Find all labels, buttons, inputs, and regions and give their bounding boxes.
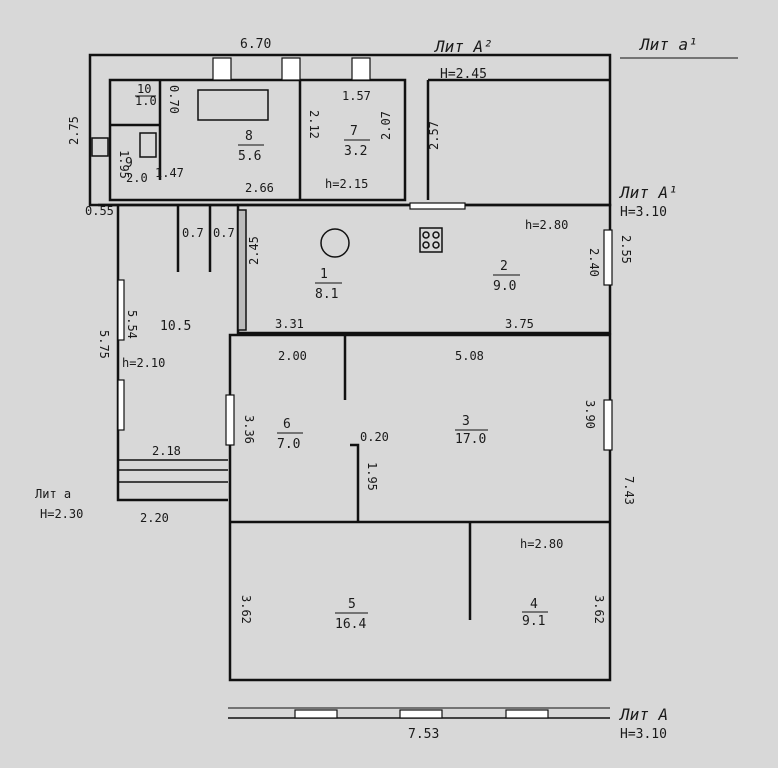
room-1-number: 1 bbox=[320, 267, 328, 282]
room-3-number: 3 bbox=[462, 414, 470, 429]
lit-a2-label: Лит A² bbox=[433, 37, 493, 56]
height-left: h=2.10 bbox=[122, 356, 165, 370]
height-a2-inner: h=2.15 bbox=[325, 177, 368, 191]
window bbox=[281, 57, 301, 81]
dim-2-57: 2.57 bbox=[427, 121, 441, 150]
room-10-number: 10 bbox=[137, 82, 151, 96]
room-9-number: 9 bbox=[125, 156, 133, 171]
room-4-number: 4 bbox=[530, 597, 538, 612]
dim-2-45: 2.45 bbox=[247, 236, 261, 265]
dim-2-18: 2.18 bbox=[152, 444, 181, 458]
window bbox=[409, 202, 466, 210]
window bbox=[505, 709, 549, 719]
room-7-area: 3.2 bbox=[344, 144, 367, 159]
lit-a-left-label: Лит а bbox=[35, 487, 71, 501]
stairs-icon bbox=[91, 137, 109, 157]
room-corridor-area: 10.5 bbox=[160, 319, 191, 334]
dim-2-66: 2.66 bbox=[245, 181, 274, 195]
room-6-3-wall bbox=[350, 443, 360, 522]
dim-5-54: 5.54 bbox=[125, 310, 139, 339]
burner-icon bbox=[432, 241, 440, 249]
wall-hatch bbox=[237, 209, 247, 331]
dim-0-20: 0.20 bbox=[360, 430, 389, 444]
window bbox=[603, 229, 613, 286]
dim-0-7b: 0.7 bbox=[213, 226, 235, 240]
dim-3-75: 3.75 bbox=[505, 317, 534, 331]
dim-top-width: 6.70 bbox=[240, 37, 271, 52]
dim-1-57: 1.57 bbox=[342, 89, 371, 103]
dim-7-43: 7.43 bbox=[622, 476, 636, 505]
dim-2-12: 2.12 bbox=[307, 110, 321, 139]
toilet-icon bbox=[139, 132, 157, 158]
dim-3-31: 3.31 bbox=[275, 317, 304, 331]
dim-bottom-width: 7.53 bbox=[408, 727, 439, 742]
lit-a2-height: H=2.45 bbox=[440, 67, 487, 82]
dim-2-40: 2.40 bbox=[587, 248, 601, 277]
room-1-area: 8.1 bbox=[315, 287, 338, 302]
dim-2-20: 2.20 bbox=[140, 511, 169, 525]
lit-a1-height: H=3.10 bbox=[620, 205, 667, 220]
dim-3-62-right: 3.62 bbox=[592, 595, 606, 624]
window bbox=[351, 57, 371, 81]
burner-icon bbox=[422, 231, 430, 239]
room-6-area: 7.0 bbox=[277, 437, 300, 452]
window bbox=[603, 399, 613, 451]
lit-a2-inner bbox=[108, 78, 407, 202]
dim-2-07: 2.07 bbox=[379, 111, 393, 140]
room-4-area: 9.1 bbox=[522, 614, 545, 629]
bathtub-icon bbox=[197, 89, 269, 121]
window bbox=[399, 709, 443, 719]
fixtures bbox=[91, 89, 443, 331]
dim-5-75: 5.75 bbox=[97, 330, 111, 359]
lit-a1-small-label: Лит a¹ bbox=[638, 35, 698, 54]
dim-1-47: 1.47 bbox=[155, 166, 184, 180]
stove-round-icon bbox=[320, 228, 350, 258]
dim-1-95-small: 1.95 bbox=[117, 150, 131, 179]
room-3-area: 17.0 bbox=[455, 432, 486, 447]
dim-0-55: 0.55 bbox=[85, 204, 114, 218]
room-8-area: 5.6 bbox=[238, 149, 261, 164]
dim-left-top: 2.75 bbox=[67, 116, 81, 145]
room-2-number: 2 bbox=[500, 259, 508, 274]
burner-icon bbox=[422, 241, 430, 249]
window bbox=[294, 709, 338, 719]
room-5-number: 5 bbox=[348, 597, 356, 612]
area-underlines bbox=[135, 57, 738, 614]
dim-3-36: 3.36 bbox=[242, 415, 256, 444]
room-10-area: 1.0 bbox=[135, 94, 157, 108]
lit-a-label: Лит A bbox=[618, 705, 668, 724]
lit-a1-label: Лит A¹ bbox=[618, 183, 678, 202]
cooker-icon bbox=[419, 227, 443, 253]
room-5-area: 16.4 bbox=[335, 617, 366, 632]
window bbox=[225, 394, 235, 446]
dim-2-00: 2.00 bbox=[278, 349, 307, 363]
dim-5-08: 5.08 bbox=[455, 349, 484, 363]
height-lit-a1-room: h=2.80 bbox=[525, 218, 568, 232]
room-2-area: 9.0 bbox=[493, 279, 516, 294]
burner-icon bbox=[432, 231, 440, 239]
dim-2-55: 2.55 bbox=[619, 235, 633, 264]
dim-3-90: 3.90 bbox=[583, 400, 597, 429]
lit-a-outline bbox=[228, 333, 612, 682]
room-7-number: 7 bbox=[350, 124, 358, 139]
room-9-area: 2.0 bbox=[126, 171, 148, 185]
window bbox=[212, 57, 232, 81]
window bbox=[117, 379, 125, 431]
room-8-number: 8 bbox=[245, 129, 253, 144]
windows bbox=[117, 57, 613, 719]
lit-a-height: H=3.10 bbox=[620, 727, 667, 742]
height-lower: h=2.80 bbox=[520, 537, 563, 551]
dim-0-7a: 0.7 bbox=[182, 226, 204, 240]
dim-3-62-left: 3.62 bbox=[239, 595, 253, 624]
window bbox=[117, 279, 125, 341]
dim-1-95: 1.95 bbox=[365, 462, 379, 491]
room-6-number: 6 bbox=[283, 417, 291, 432]
lit-a-left-height: H=2.30 bbox=[40, 507, 83, 521]
dim-0-70: 0.70 bbox=[167, 85, 181, 114]
